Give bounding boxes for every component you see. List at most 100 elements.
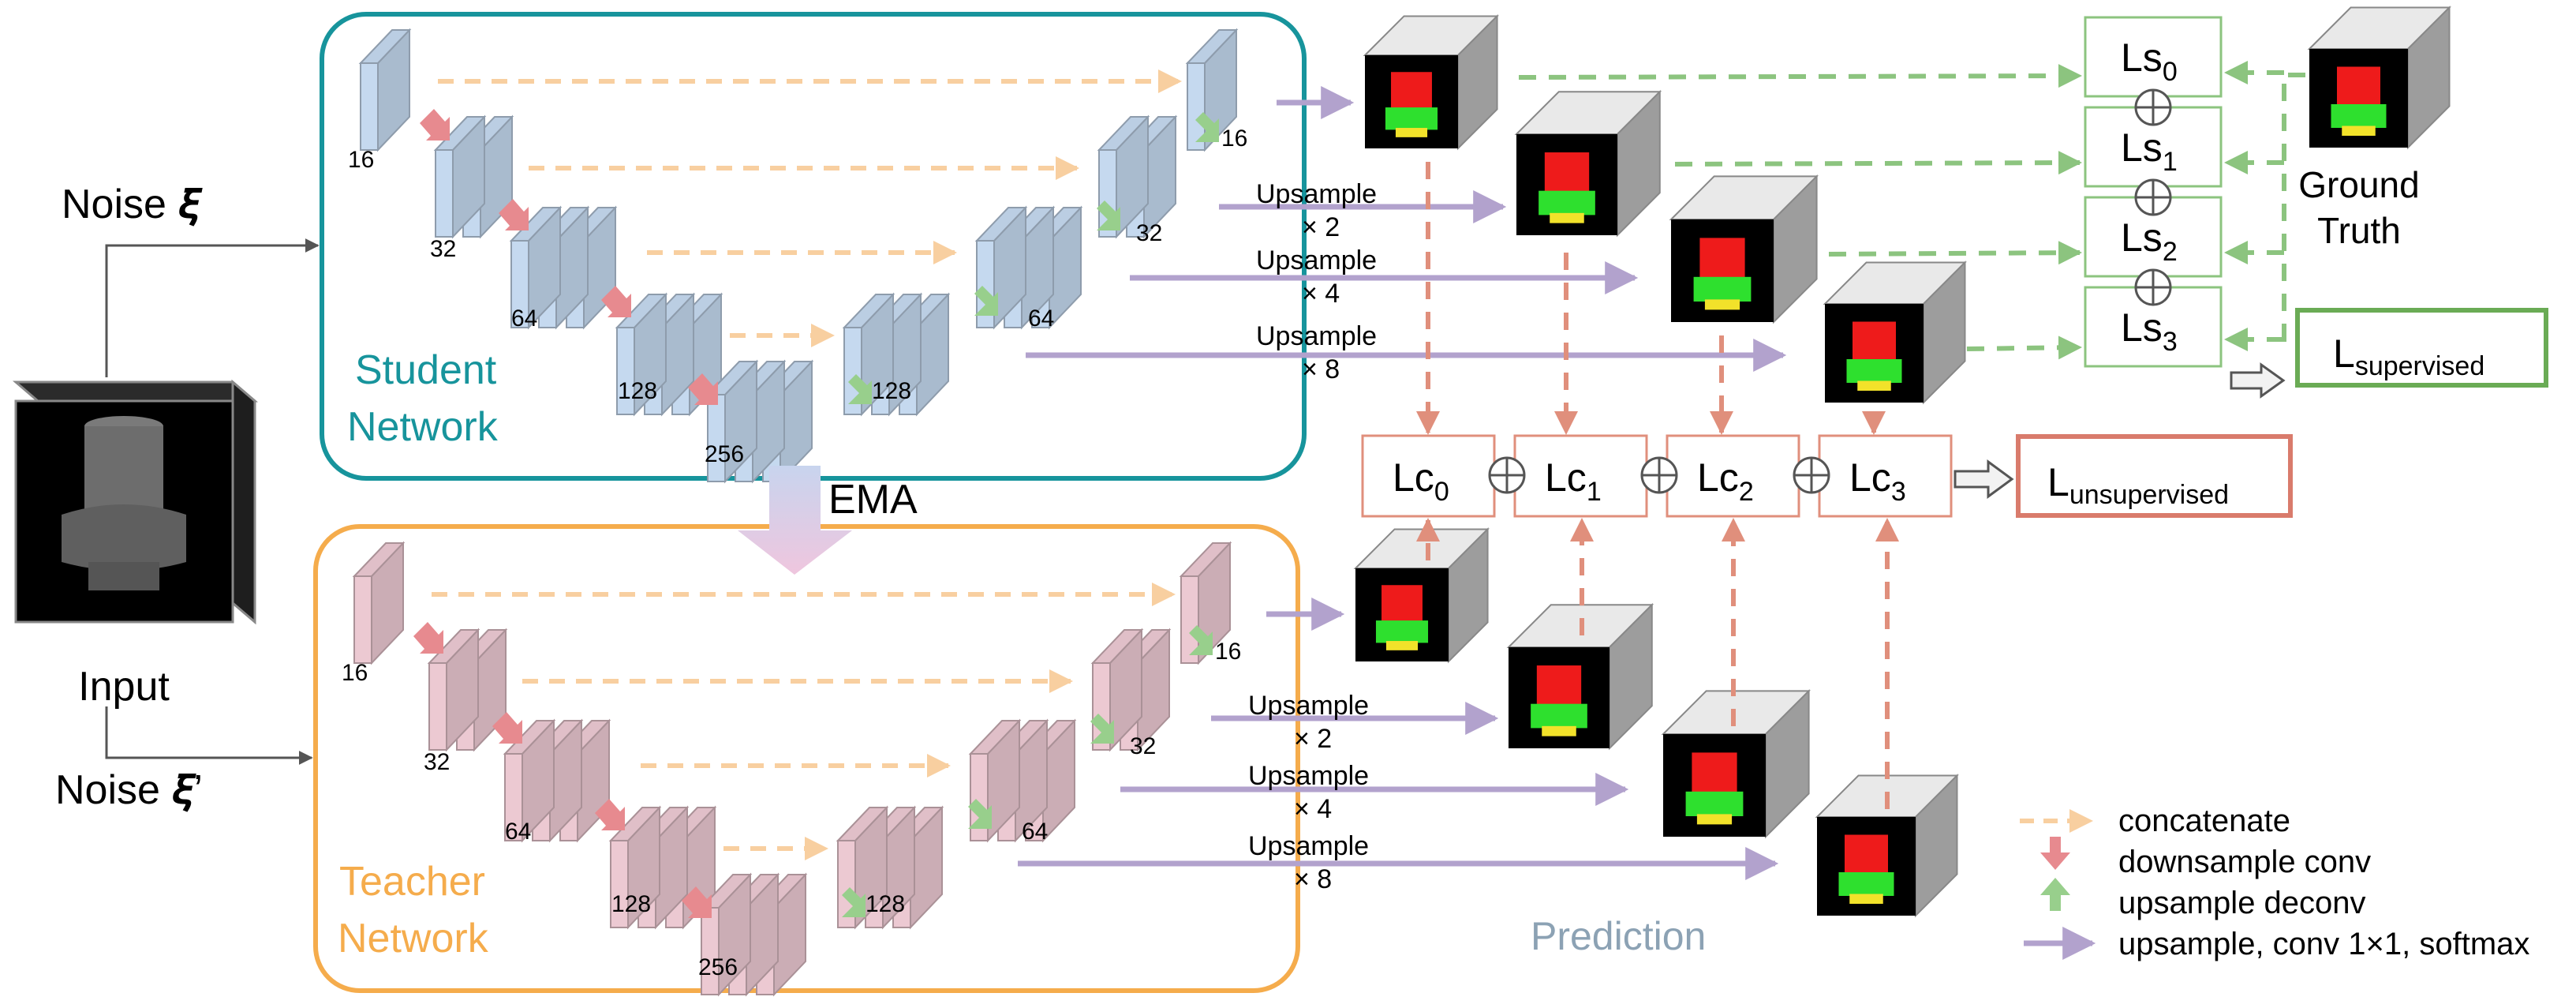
teacher-up4-label: Upsample (1248, 761, 1369, 791)
lc-label-1: Lc1 (1545, 455, 1602, 507)
ls-label-1: Ls1 (2121, 126, 2178, 177)
channel-label-7: 32 (1136, 220, 1162, 246)
noise-teacher-label: Noise 𝝃’ (55, 767, 203, 813)
l-unsupervised-text: Lunsupervised (2047, 460, 2229, 510)
student-title-line1: Student (355, 347, 497, 393)
pred-to-ls-1 (1674, 151, 2082, 175)
loss-connections (1416, 61, 2305, 809)
teacher-title-line1: Teacher (339, 859, 485, 905)
channel-label-0: 16 (348, 147, 374, 173)
channel-label-4: 256 (705, 441, 744, 467)
lc-box-2 (1666, 434, 1800, 518)
student-up8-label: Upsample (1256, 321, 1377, 351)
lc-label-2: Lc2 (1697, 455, 1754, 507)
downsample-arrow-1 (499, 199, 529, 230)
student-pred-cube-0 (1363, 14, 1499, 151)
teacher-pred-cube-1 (1506, 602, 1654, 751)
ls-label-0: Ls0 (2121, 36, 2178, 87)
channel-label-8: 16 (1215, 639, 1241, 665)
input-label: Input (78, 664, 170, 710)
channel-label-4: 256 (698, 954, 738, 980)
student-up2-label: Upsample (1256, 179, 1377, 209)
downsample-arrow-1 (492, 712, 522, 744)
student-up4-label: Upsample (1256, 245, 1377, 275)
channel-label-3: 128 (618, 378, 657, 404)
unet-block-8 (1179, 541, 1232, 665)
ls-label-3: Ls3 (2121, 305, 2178, 357)
lc-box-3 (1818, 434, 1953, 518)
channel-label-3: 128 (611, 891, 651, 917)
upsample-deconv-arrow-2 (1097, 200, 1120, 230)
noise-student-line (105, 238, 320, 377)
student-title-line2: Network (347, 404, 499, 450)
legend-conv: upsample, conv 1×1, softmax (2118, 927, 2529, 961)
pred-to-ls-2 (1828, 241, 2082, 265)
channel-label-6: 64 (1028, 305, 1054, 332)
student-pred-cube-3 (1823, 260, 1967, 405)
teacher-up2-label: Upsample (1248, 691, 1369, 721)
downsample-arrow-3 (688, 373, 718, 405)
l-unsupervised-box (2016, 434, 2293, 518)
teacher-up2-factor: × 2 (1294, 724, 1332, 754)
teacher-title-line2: Network (338, 916, 489, 961)
channel-label-8: 16 (1221, 126, 1247, 152)
channel-label-5: 128 (866, 891, 905, 917)
ground-truth-label-line2: Truth (2317, 210, 2401, 251)
upsample-deconv-arrow-2 (1090, 714, 1114, 744)
teacher-up8-label: Upsample (1248, 831, 1369, 861)
pred-to-ls-3 (1966, 335, 2082, 360)
upsample-deconv-arrow-1 (974, 286, 998, 316)
upsample-deconv-arrow-0 (848, 374, 872, 404)
downsample-arrow-0 (413, 622, 443, 654)
downsample-arrow-3 (682, 886, 712, 918)
legend-concatenate: concatenate (2118, 804, 2290, 838)
legend-downsample: downsample conv (2118, 845, 2371, 879)
unet-block-5 (842, 292, 951, 417)
ls-label-2: Ls2 (2121, 215, 2178, 267)
upsample-deconv-arrow-3 (1195, 112, 1219, 142)
downsample-arrow-2 (601, 286, 631, 317)
channel-label-6: 64 (1022, 819, 1048, 845)
upsample-arrow-icon (2040, 878, 2070, 911)
channel-label-5: 128 (872, 378, 911, 404)
teacher-pred-cube-2 (1661, 688, 1811, 839)
unet-block-7 (1097, 114, 1178, 239)
legend-upsample: upsample deconv (2118, 886, 2366, 920)
legend: concatenate downsample conv upsample dec… (2020, 804, 2529, 961)
student-up8-factor: × 8 (1302, 354, 1340, 384)
upsample-deconv-arrow-1 (968, 799, 992, 829)
unet-block-4 (705, 359, 814, 484)
prediction-cubes (1353, 6, 2451, 918)
channel-label-0: 16 (342, 660, 368, 686)
channel-label-7: 32 (1130, 733, 1156, 759)
lc-label-3: Lc3 (1849, 455, 1906, 507)
channel-label-1: 32 (430, 236, 456, 262)
noise-student-label: Noise 𝝃 (62, 182, 203, 227)
to-supervised-arrow (2230, 362, 2286, 399)
gt-trunk (2267, 73, 2305, 342)
ls-box-1 (2084, 106, 2223, 188)
lc-box-0 (1361, 434, 1496, 518)
upsample-deconv-arrow-0 (842, 887, 866, 917)
ls-box-0 (2084, 16, 2223, 98)
unet-block-4 (699, 872, 808, 997)
prediction-label: Prediction (1531, 914, 1706, 958)
channel-label-1: 32 (424, 749, 450, 775)
downsample-arrow-0 (420, 109, 450, 141)
teacher-up8-factor: × 8 (1294, 864, 1332, 894)
ema-label: EMA (828, 477, 918, 523)
noise-teacher-line (105, 706, 313, 765)
teacher-up4-factor: × 4 (1294, 794, 1332, 824)
downsample-arrow-icon (2040, 837, 2070, 870)
unet-block-0 (352, 541, 406, 665)
unet-block-2 (503, 718, 611, 843)
pred-to-ls-0 (1518, 64, 2082, 88)
ground-truth-label-line1: Ground (2298, 164, 2419, 205)
unet-block-0 (358, 28, 412, 152)
lc-label-0: Lc0 (1393, 455, 1449, 507)
channel-label-2: 64 (511, 305, 537, 332)
ground-truth-cube (2307, 6, 2451, 150)
